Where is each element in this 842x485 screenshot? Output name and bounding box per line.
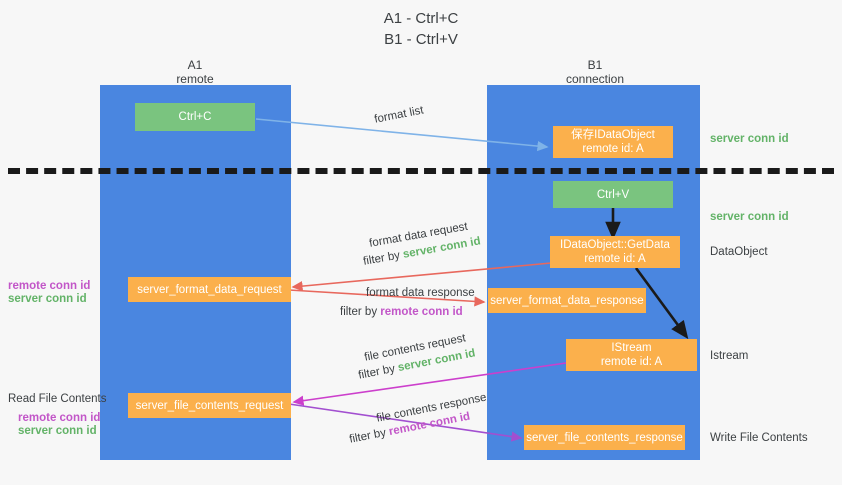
side-label-server-conn-id-1: server conn id	[710, 133, 789, 145]
filter-prefix: filter by	[348, 426, 391, 446]
side-label-remote-conn-id-2: remote conn id	[18, 412, 101, 424]
column-header-b1: B1 connection	[540, 58, 650, 86]
box-server-format-data-request-label: server_format_data_request	[137, 283, 282, 296]
box-server-file-contents-response[interactable]: server_file_contents_response	[524, 425, 685, 450]
side-label-write-file-contents: Write File Contents	[710, 432, 808, 444]
box-istream-line1: IStream	[611, 342, 652, 354]
arrow-label-format-data-response-text: format data response	[366, 287, 475, 299]
column-a1-role: remote	[176, 72, 214, 86]
box-server-file-contents-request[interactable]: server_file_contents_request	[128, 393, 291, 418]
arrow-label-format-list: format list	[373, 102, 425, 127]
box-ctrl-c[interactable]: Ctrl+C	[135, 103, 255, 131]
box-ctrl-v-label: Ctrl+V	[596, 188, 630, 201]
box-istream-line2: remote id: A	[600, 356, 663, 368]
side-label-server-conn-id-left-1: server conn id	[8, 293, 87, 305]
column-b1-role: connection	[565, 72, 625, 86]
filter-value-remote-conn-id: remote conn id	[380, 306, 463, 318]
box-ctrl-v[interactable]: Ctrl+V	[553, 181, 673, 208]
box-getdata-line2: remote id: A	[584, 253, 646, 265]
box-save-idataobject-line1: 保存IDataObject	[571, 129, 655, 141]
side-label-read-file-contents: Read File Contents	[8, 393, 107, 405]
title-line-1: A1 - Ctrl+C	[383, 10, 459, 27]
arrow-label-format-data-response: format data response	[366, 285, 475, 301]
side-label-dataobject: DataObject	[710, 246, 768, 258]
side-label-server-conn-id-2: server conn id	[710, 211, 789, 223]
side-label-remote-conn-id-1: remote conn id	[8, 280, 91, 292]
title-line-2: B1 - Ctrl+V	[384, 31, 458, 48]
box-ctrl-c-label: Ctrl+C	[178, 111, 212, 123]
box-istream[interactable]: IStream remote id: A	[566, 339, 697, 371]
arrow-label-format-data-response-filter: filter by remote conn id	[340, 304, 463, 320]
box-server-file-contents-request-label: server_file_contents_request	[135, 399, 284, 412]
page-title: A1 - Ctrl+C B1 - Ctrl+V	[0, 8, 842, 50]
box-server-format-data-response-label: server_format_data_response	[490, 294, 644, 307]
filter-prefix: filter by	[357, 362, 400, 382]
filter-prefix: filter by	[340, 306, 381, 318]
phase-divider	[8, 168, 834, 174]
side-label-server-conn-id-left-2: server conn id	[18, 425, 97, 437]
box-server-format-data-response[interactable]: server_format_data_response	[488, 288, 646, 313]
box-getdata-line1: IDataObject::GetData	[560, 239, 670, 251]
column-a1-name: A1	[187, 58, 203, 72]
box-save-idataobject[interactable]: 保存IDataObject remote id: A	[553, 126, 673, 158]
arrow-label-format-list-text: format list	[373, 104, 425, 126]
box-server-format-data-request[interactable]: server_format_data_request	[128, 277, 291, 302]
filter-prefix: filter by	[362, 248, 405, 268]
box-getdata[interactable]: IDataObject::GetData remote id: A	[550, 236, 680, 268]
column-b1-name: B1	[587, 58, 603, 72]
column-header-a1: A1 remote	[140, 58, 250, 86]
side-label-istream: Istream	[710, 350, 749, 362]
box-save-idataobject-line2: remote id: A	[582, 143, 644, 155]
box-server-file-contents-response-label: server_file_contents_response	[526, 431, 683, 444]
